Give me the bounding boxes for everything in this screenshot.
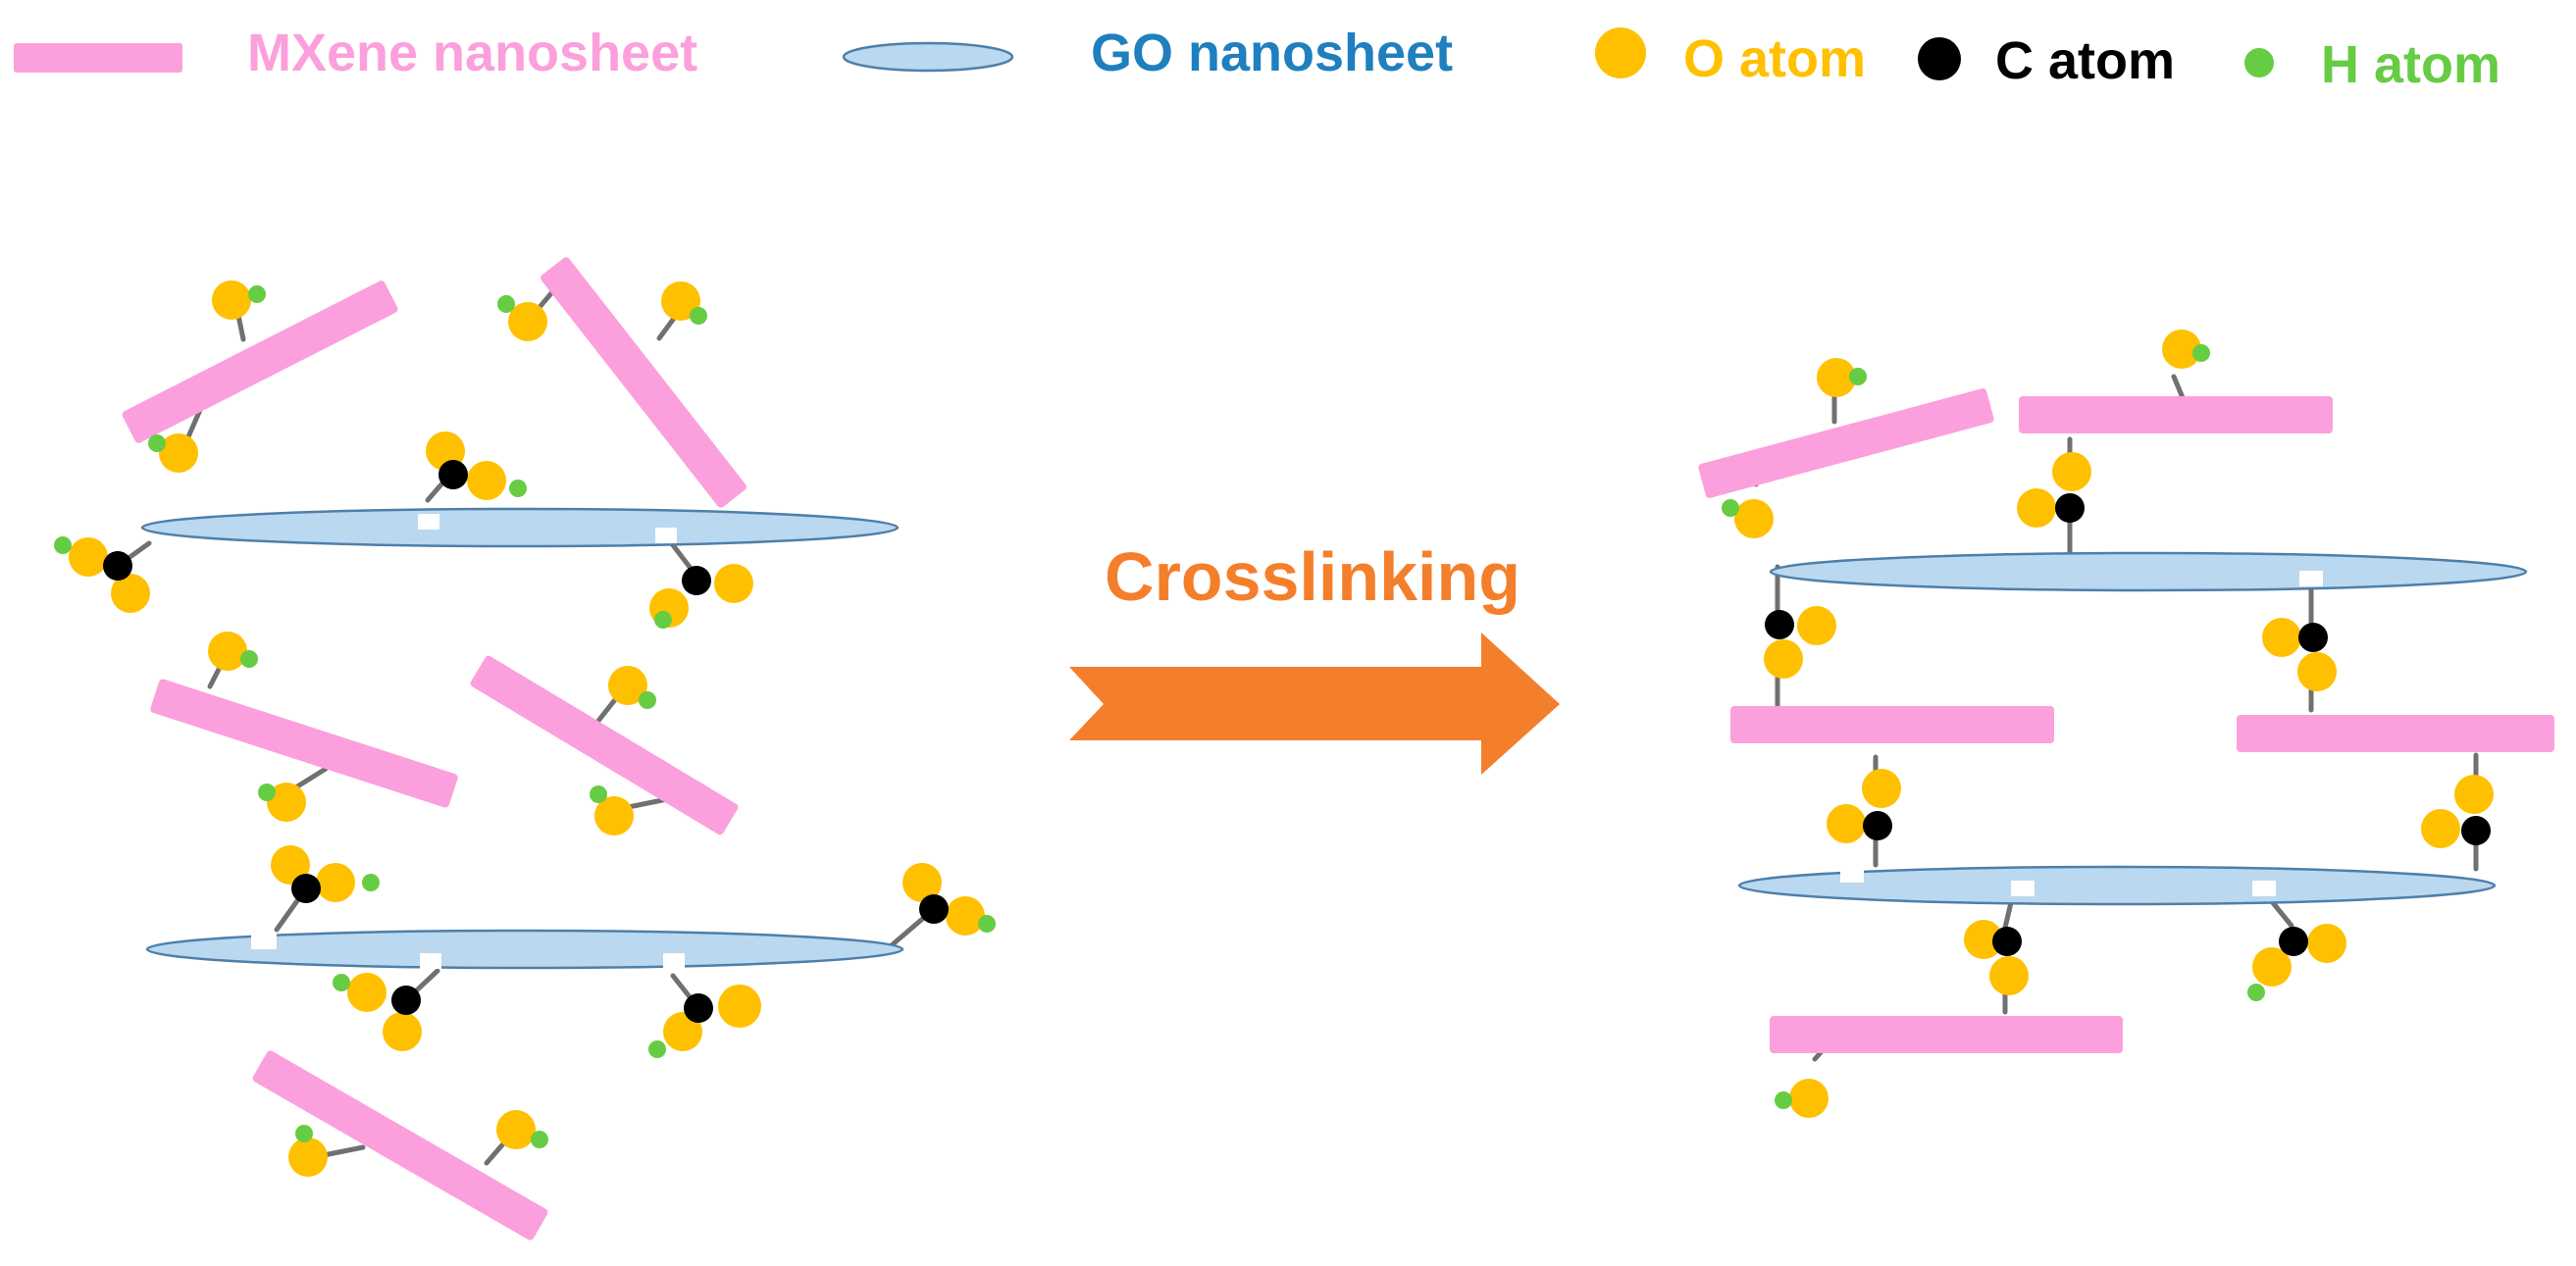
mxene-sheet <box>252 1050 548 1241</box>
legend-go-swatch <box>842 41 1014 73</box>
crosslinked-structure <box>1698 329 2554 1118</box>
right-go-sheets <box>1737 551 2528 906</box>
right-mxene-sheets <box>1698 388 2554 1053</box>
legend-h-label: H atom <box>2321 35 2500 94</box>
legend-go-label: GO nanosheet <box>1091 24 1453 82</box>
mxene-sheet <box>1770 1016 2123 1053</box>
legend-c-label: C atom <box>1995 31 2175 90</box>
legend-mxene-label: MXene nanosheet <box>247 24 697 82</box>
go-sheet <box>145 929 904 970</box>
left-go-defects <box>251 514 685 969</box>
right-go-defects <box>1840 571 2323 896</box>
go-sheet <box>1737 865 2497 906</box>
right-o-atoms <box>1734 329 2494 1118</box>
mxene-sheet <box>150 679 458 808</box>
legend-o-atom-icon <box>1595 27 1646 78</box>
right-c-atoms <box>1765 493 2491 956</box>
legend-c-atom-icon <box>1918 37 1961 80</box>
left-o-atoms <box>69 280 985 1177</box>
legend-o-label: O atom <box>1683 29 1866 88</box>
right-h-atoms <box>1722 344 2265 1109</box>
go-sheet <box>140 507 900 548</box>
left-c-atoms <box>103 460 949 1023</box>
left-go-sheets <box>140 507 904 970</box>
arrow-shape <box>1069 633 1560 775</box>
left-mxene-sheets <box>122 257 747 1241</box>
crosslinking-label: Crosslinking <box>1105 538 1520 615</box>
left-h-atoms <box>54 285 996 1148</box>
mxene-sheet <box>1698 388 1994 498</box>
go-sheet <box>1769 551 2528 592</box>
mxene-sheet <box>470 655 739 836</box>
mxene-sheet <box>541 257 747 508</box>
legend-mxene-swatch <box>14 43 182 73</box>
disordered-structure <box>54 257 996 1241</box>
mxene-sheet <box>1730 706 2054 743</box>
legend-h-atom-icon <box>2244 48 2274 77</box>
mxene-sheet <box>122 280 398 443</box>
mxene-sheet <box>2019 396 2333 433</box>
mxene-sheet <box>2237 715 2554 752</box>
crosslinking-arrow: Crosslinking <box>1069 538 1560 775</box>
legend: MXene nanosheet GO nanosheet O atom C at… <box>14 24 2500 94</box>
